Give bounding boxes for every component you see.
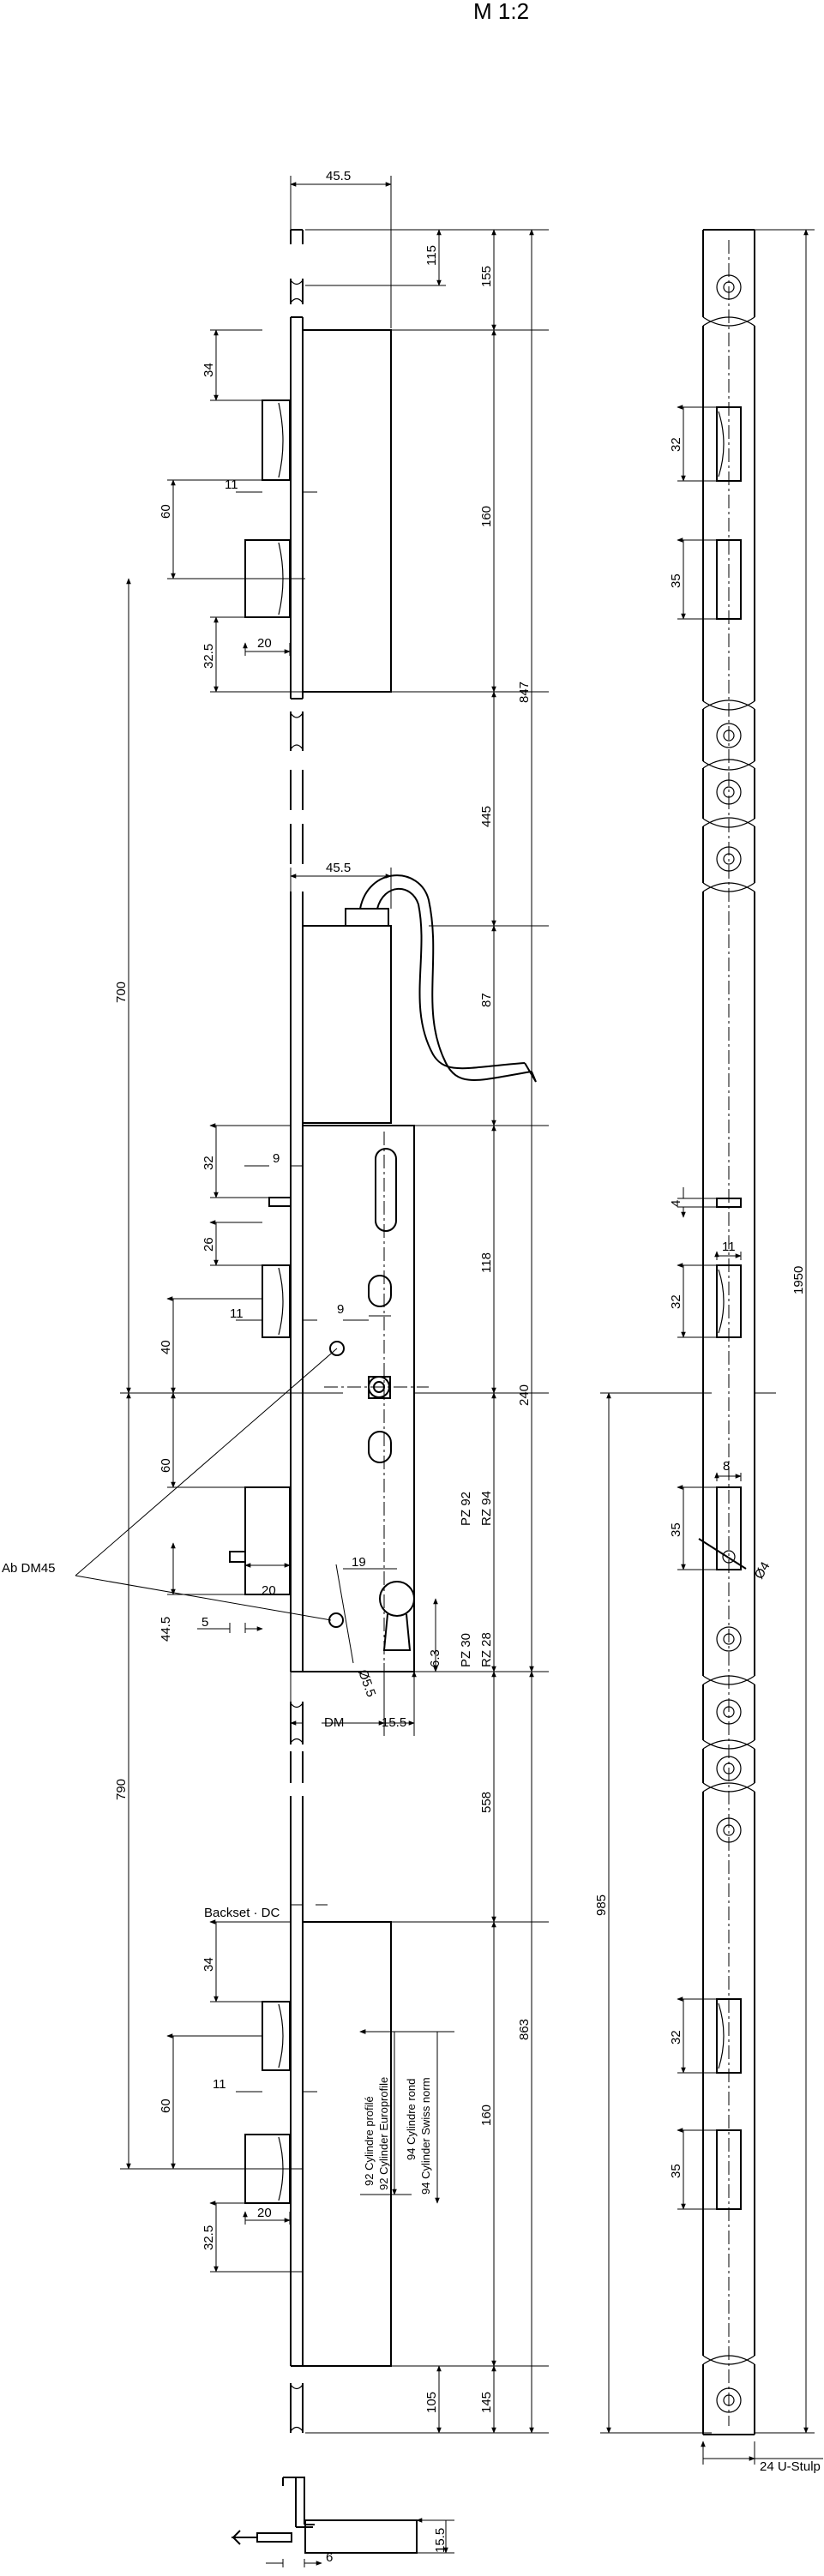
- dim-r-32-mid: 32: [669, 1294, 683, 1309]
- dim-r-35-top: 35: [669, 573, 683, 588]
- dim-r-8: 8: [723, 1459, 730, 1474]
- label-pz92: PZ 92: [459, 1492, 473, 1526]
- dim-60-upper: 60: [159, 504, 173, 519]
- label-rz94: RZ 94: [479, 1491, 494, 1526]
- dim-11-center: 11: [230, 1306, 244, 1321]
- middle-actuator: [302, 874, 537, 1124]
- dim-32-5-upper: 32.5: [201, 644, 216, 669]
- dim-6: 6: [326, 2550, 333, 2565]
- faceplate-left: [290, 229, 304, 2433]
- label-cyl-euro: 92 Cylinder Europrofile: [377, 2077, 390, 2190]
- dim-700: 700: [114, 982, 129, 1003]
- dim-790: 790: [114, 1779, 129, 1800]
- dimension-lines-right: [600, 229, 823, 2465]
- dim-160-lower: 160: [479, 2105, 494, 2126]
- faceplate-right: [698, 229, 755, 2435]
- dim-105: 105: [424, 2392, 439, 2413]
- dim-60-lower: 60: [159, 2099, 173, 2113]
- dim-87: 87: [479, 993, 494, 1007]
- dim-r-35-low: 35: [669, 2164, 683, 2178]
- dim-118: 118: [479, 1252, 494, 1273]
- dim-20-center: 20: [262, 1583, 276, 1598]
- label-phi5-5: Ø5.5: [355, 1668, 378, 1699]
- dim-44-5: 44.5: [159, 1617, 173, 1642]
- label-u-stulp: 24 U-Stulp: [760, 2459, 821, 2474]
- dim-445: 445: [479, 806, 494, 827]
- dim-9-a: 9: [273, 1151, 280, 1166]
- dim-r-11: 11: [722, 1240, 736, 1254]
- dim-34-upper: 34: [201, 363, 216, 377]
- dim-145: 145: [479, 2392, 494, 2413]
- dim-11-upper: 11: [225, 477, 238, 492]
- dim-26: 26: [201, 1237, 216, 1252]
- dim-45-5-top: 45.5: [326, 169, 351, 183]
- label-ab-dm45: Ab DM45: [2, 1561, 56, 1576]
- dim-20-upper: 20: [257, 636, 272, 651]
- dim-20-lower: 20: [257, 2206, 272, 2220]
- dim-558: 558: [479, 1792, 494, 1813]
- label-rz28: RZ 28: [479, 1632, 494, 1667]
- dim-19: 19: [352, 1555, 366, 1570]
- dim-32-5-lower: 32.5: [201, 2225, 216, 2250]
- faceplate-section-view: [232, 2477, 418, 2554]
- dim-240: 240: [517, 1384, 532, 1406]
- dim-15-5-bottom: 15.5: [433, 2528, 448, 2553]
- dim-60-center: 60: [159, 1458, 173, 1473]
- scale-label: M 1:2: [473, 0, 529, 24]
- label-pz30: PZ 30: [459, 1633, 473, 1667]
- label-cyl-swiss: 94 Cylinder Swiss norm: [419, 2077, 432, 2195]
- dim-6-3: 6.3: [428, 1649, 442, 1667]
- dim-115: 115: [424, 245, 439, 266]
- dim-155: 155: [479, 266, 494, 287]
- dim-32-center: 32: [201, 1156, 216, 1170]
- dim-5: 5: [201, 1615, 208, 1630]
- dim-40: 40: [159, 1340, 173, 1354]
- dim-160-upper: 160: [479, 506, 494, 527]
- label-dm: DM: [324, 1715, 344, 1730]
- dim-45-5-mid: 45.5: [326, 861, 351, 875]
- dim-9-b: 9: [337, 1302, 344, 1317]
- dim-r-32-top: 32: [669, 437, 683, 452]
- label-cyl-rond: 94 Cylindre rond: [405, 2079, 418, 2160]
- dim-r-985: 985: [594, 1894, 609, 1916]
- dim-847: 847: [517, 682, 532, 703]
- dim-863: 863: [517, 2019, 532, 2040]
- dim-15-5-center: 15.5: [382, 1715, 406, 1730]
- dimension-lines: [75, 176, 549, 2567]
- dim-r-32-low: 32: [669, 2030, 683, 2045]
- dim-r-1950: 1950: [791, 1266, 806, 1294]
- annotations: 45.5 115 155 34 11 60 160 32.5 20 847 70…: [2, 169, 821, 2565]
- central-lock-case: [229, 1125, 429, 1672]
- label-cyl-profile: 92 Cylindre profilé: [363, 2096, 376, 2186]
- dim-11-lower: 11: [213, 2077, 226, 2092]
- dim-34-lower: 34: [201, 1957, 216, 1972]
- dim-r-35-mid: 35: [669, 1522, 683, 1537]
- dim-r-4: 4: [669, 1200, 683, 1207]
- label-backset: Backset · DC: [204, 1906, 280, 1920]
